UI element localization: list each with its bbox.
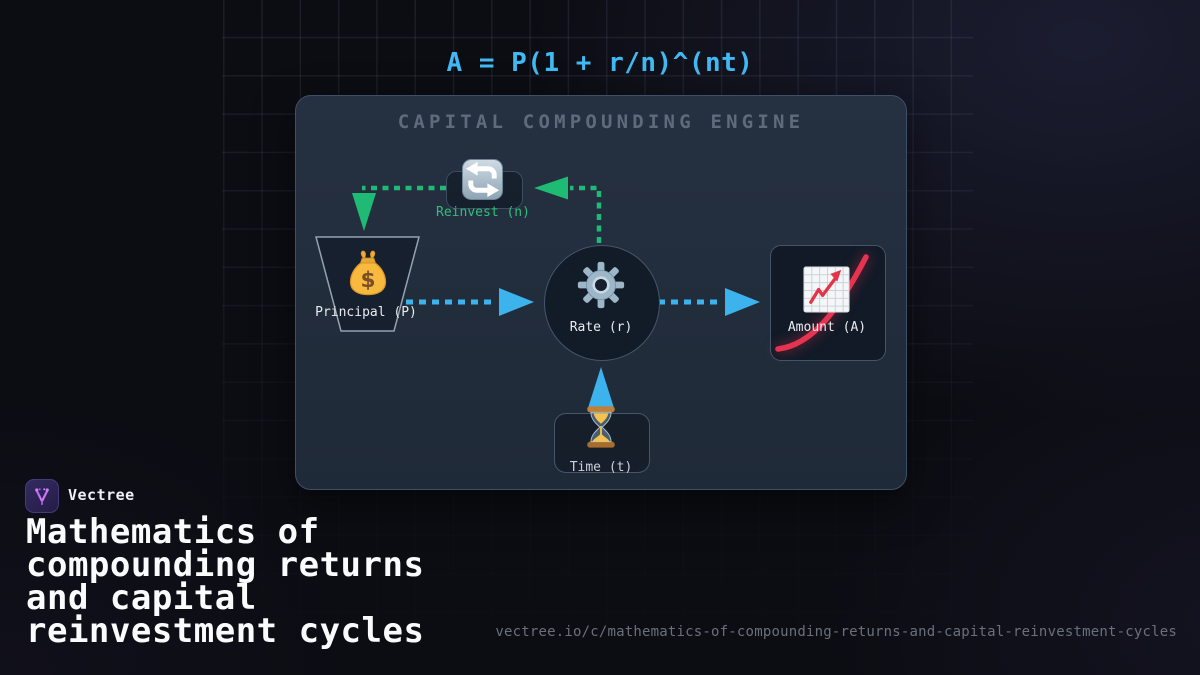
engine-card-title: CAPITAL COMPOUNDING ENGINE	[397, 111, 805, 133]
time-node-label: Time (t)	[569, 460, 633, 475]
time-to-rate-arrowhead-icon	[588, 367, 614, 408]
vectree-logo	[25, 479, 59, 513]
page-title: Mathematics of compounding returns and c…	[26, 512, 425, 651]
growth-curve	[775, 254, 869, 352]
engine-card: CAPITAL COMPOUNDING ENGINE	[295, 95, 907, 490]
page-title-line: Mathematics of	[26, 512, 320, 552]
brand-name: Vectree	[68, 486, 135, 504]
svg-text:$: $	[360, 268, 375, 293]
page-title-line: and capital	[26, 578, 257, 618]
principal-to-rate-arrowhead-icon	[499, 288, 534, 316]
page-title-line: reinvestment cycles	[26, 611, 425, 651]
compound-interest-formula: A = P(1 + r/n)^(nt)	[446, 48, 754, 78]
money-bag-icon: $	[349, 250, 387, 296]
rate-to-amount-arrowhead-icon	[725, 288, 760, 316]
amount-node-label: Amount (A)	[787, 320, 867, 335]
reinvest-node	[446, 171, 523, 209]
page-title-line: compounding returns	[26, 545, 425, 585]
rate-node-label: Rate (r)	[569, 320, 633, 335]
vectree-logo-icon	[35, 488, 49, 506]
rate-node	[544, 245, 660, 361]
rate-to-reinvest-dashed-line	[570, 185, 602, 243]
reinvest-node-label: Reinvest (n)	[436, 205, 530, 220]
reinvest-to-principal-arrowhead-icon	[352, 193, 376, 231]
principal-node-label: Principal (P)	[315, 305, 417, 320]
rate-to-reinvest-arrowhead-icon	[534, 176, 568, 200]
page-url: vectree.io/c/mathematics-of-compounding-…	[495, 624, 1177, 640]
